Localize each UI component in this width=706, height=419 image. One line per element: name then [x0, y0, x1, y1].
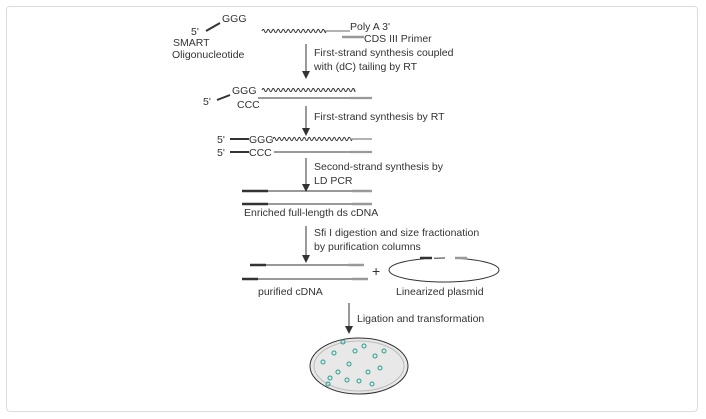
step3-text-line2: LD PCR	[314, 175, 353, 187]
ggg-label-3: GGG	[249, 134, 274, 146]
oligonucleotide-label: Oligonucleotide	[172, 49, 245, 61]
colony-dot	[346, 361, 352, 367]
poly-a-label: Poly A 3'	[350, 21, 390, 33]
five-prime-label-3b: 5'	[217, 147, 225, 159]
step1-text-line2: with (dC) tailing by RT	[313, 61, 418, 73]
colony-dot	[320, 359, 326, 365]
colony-dot	[344, 377, 350, 383]
colony-dot	[369, 381, 375, 387]
colony-dot	[372, 353, 378, 359]
mrna-wave-3	[272, 136, 353, 142]
colony-dot	[381, 348, 387, 354]
colony-dot	[325, 381, 331, 387]
step1-text-line1: First-strand synthesis coupled	[314, 47, 454, 59]
plus-sign: +	[372, 263, 380, 279]
ccc-label-3: CCC	[249, 147, 272, 159]
five-prime-label-2: 5'	[203, 96, 211, 108]
step5-text: Ligation and transformation	[357, 313, 484, 325]
purified-cdna-label: purified cDNA	[258, 286, 323, 298]
step3-text-line1: Second-strand synthesis by	[314, 161, 444, 173]
colony-dot	[331, 350, 337, 356]
colony-dot	[365, 369, 371, 375]
plasmid	[388, 256, 500, 283]
step4-text-line1: Sfi I digestion and size fractionation	[314, 227, 479, 239]
colony-dot	[377, 365, 383, 371]
smart-oligo-stub	[205, 22, 221, 32]
mrna-wave-2	[261, 87, 356, 93]
ccc-label-2: CCC	[237, 99, 260, 111]
mrna-wave-1	[261, 28, 327, 34]
ggg-label-1: GGG	[222, 13, 247, 25]
colony-dot	[335, 369, 341, 375]
colony-dot	[356, 378, 362, 384]
bacterial-colonies	[320, 339, 387, 387]
smart-oligo-stub-2	[216, 94, 231, 101]
colony-dot	[361, 343, 367, 349]
step4-text-line2: by purification columns	[314, 241, 421, 253]
smart-label: SMART	[173, 37, 210, 49]
enriched-label: Enriched full-length ds cDNA	[244, 207, 378, 219]
colony-dot	[327, 375, 333, 381]
five-prime-label-3a: 5'	[217, 134, 225, 146]
plasmid-label: Linearized plasmid	[396, 286, 484, 298]
petri-dish	[309, 337, 409, 395]
ggg-label-2: GGG	[232, 85, 257, 97]
colony-dot	[340, 339, 346, 345]
five-prime-label-1: 5'	[191, 26, 199, 38]
step2-text: First-strand synthesis by RT	[314, 111, 445, 123]
colony-dot	[352, 348, 358, 354]
cds-primer-label: CDS III Primer	[364, 33, 432, 45]
